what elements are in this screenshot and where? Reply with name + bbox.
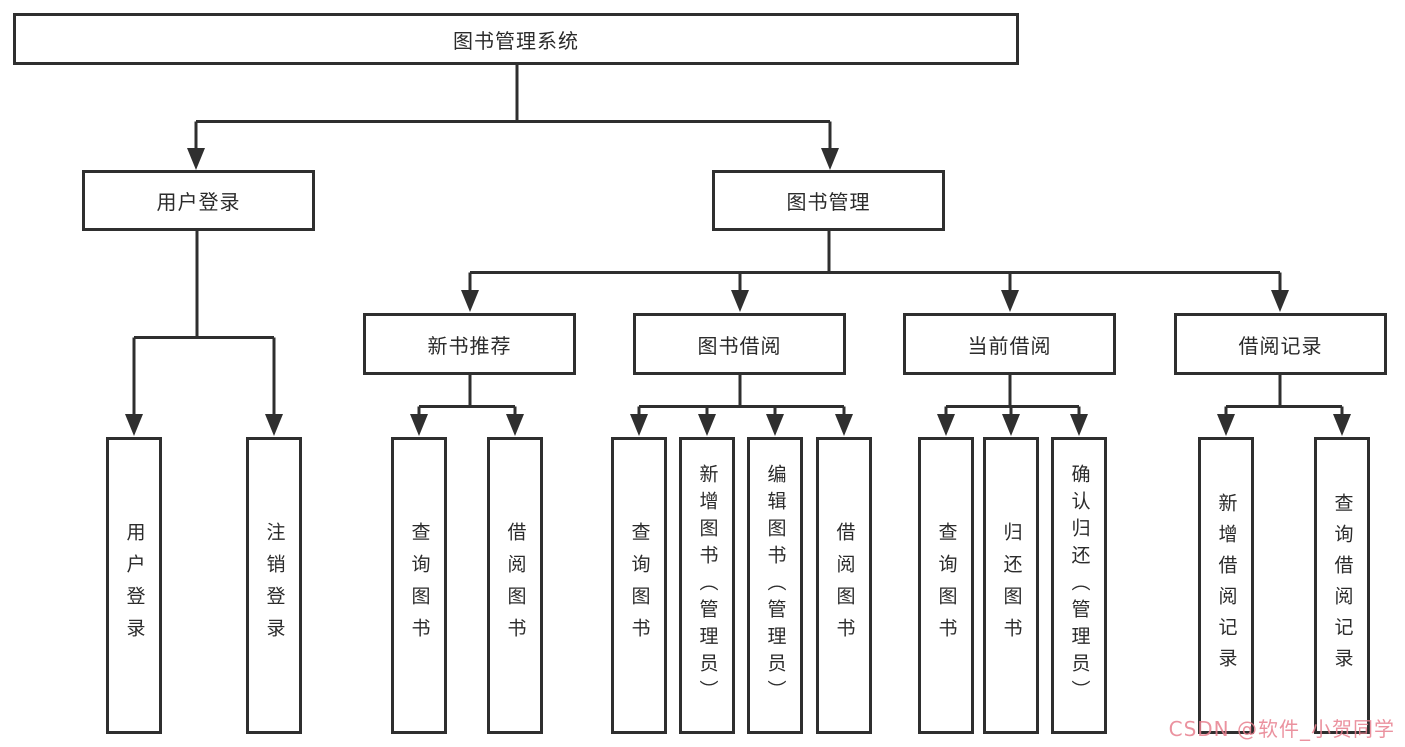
node-rec-query-books: 查询图书: [391, 437, 447, 734]
connector-line: [194, 65, 832, 149]
watermark: CSDN @软件_小贺同学: [1168, 717, 1395, 741]
arrow-down-icon: [937, 414, 1088, 436]
node-label: 注销登录: [263, 521, 286, 650]
node-label: 查询图书: [935, 521, 958, 650]
node-label: 借阅记录: [1238, 333, 1323, 358]
connector-line: [637, 375, 846, 415]
node-current-confirm-return-admin: 确认归还（管理员）: [1051, 437, 1107, 734]
node-label: 用户登录: [156, 190, 241, 214]
node-current-borrowing: 当前借阅: [903, 313, 1116, 375]
node-label: 当前借阅: [967, 333, 1052, 358]
arrow-down-icon: [125, 414, 283, 436]
node-new-book-recommendation: 新书推荐: [363, 313, 576, 375]
node-label: 图书管理: [786, 190, 871, 214]
node-label: 图书借阅: [697, 333, 782, 358]
connector-user-login-to-leaves: [125, 230, 283, 436]
connector-book-borrowing-to-leaves: [630, 375, 853, 436]
connector-line: [1224, 375, 1344, 415]
node-label: 新书推荐: [427, 333, 512, 358]
node-label: 确认归还（管理员）: [1068, 464, 1091, 707]
node-current-return-books: 归还图书: [983, 437, 1039, 734]
node-records-add-record: 新增借阅记录: [1198, 437, 1254, 734]
node-library-management-system: 图书管理系统: [13, 13, 1019, 65]
node-rec-borrow-books: 借阅图书: [487, 437, 543, 734]
node-label: 归还图书: [1000, 521, 1023, 650]
node-borrow-edit-books-admin: 编辑图书（管理员）: [747, 437, 803, 734]
arrow-down-icon: [187, 148, 839, 170]
arrow-down-icon: [410, 414, 524, 436]
node-borrow-query-books: 查询图书: [611, 437, 667, 734]
connector-new-book-recommendation-to-leaves: [410, 375, 524, 436]
node-book-borrowing: 图书借阅: [633, 313, 846, 375]
node-current-query-books: 查询图书: [918, 437, 974, 734]
node-leaf-logout: 注销登录: [246, 437, 302, 734]
node-label: 借阅图书: [504, 521, 527, 650]
connector-line: [944, 375, 1081, 415]
connector-book-management-to-level3: [461, 230, 1289, 312]
node-label: 查询图书: [628, 521, 651, 650]
node-label: 用户登录: [123, 521, 146, 650]
node-label: 查询借阅记录: [1331, 492, 1354, 679]
node-label: 新增图书（管理员）: [696, 464, 719, 707]
node-label: 借阅图书: [833, 521, 856, 650]
node-label: 图书管理系统: [453, 28, 579, 53]
node-label: 查询图书: [408, 521, 431, 650]
connector-line: [132, 230, 276, 415]
node-label: 编辑图书（管理员）: [764, 464, 787, 707]
connector-line: [417, 375, 517, 415]
node-records-query-record: 查询借阅记录: [1314, 437, 1370, 734]
node-user-login: 用户登录: [82, 170, 315, 231]
arrow-down-icon: [1217, 414, 1351, 436]
connector-root-to-level2: [187, 65, 839, 170]
arrow-down-icon: [630, 414, 853, 436]
node-borrow-add-books-admin: 新增图书（管理员）: [679, 437, 735, 734]
arrow-down-icon: [461, 290, 1289, 312]
connector-borrowing-records-to-leaves: [1217, 375, 1351, 436]
node-leaf-user-login: 用户登录: [106, 437, 162, 734]
node-book-management: 图书管理: [712, 170, 945, 231]
node-borrow-borrow-books: 借阅图书: [816, 437, 872, 734]
connector-current-borrowing-to-leaves: [937, 375, 1088, 436]
node-label: 新增借阅记录: [1215, 492, 1238, 679]
connector-line: [468, 230, 1282, 291]
node-borrowing-records: 借阅记录: [1174, 313, 1387, 375]
